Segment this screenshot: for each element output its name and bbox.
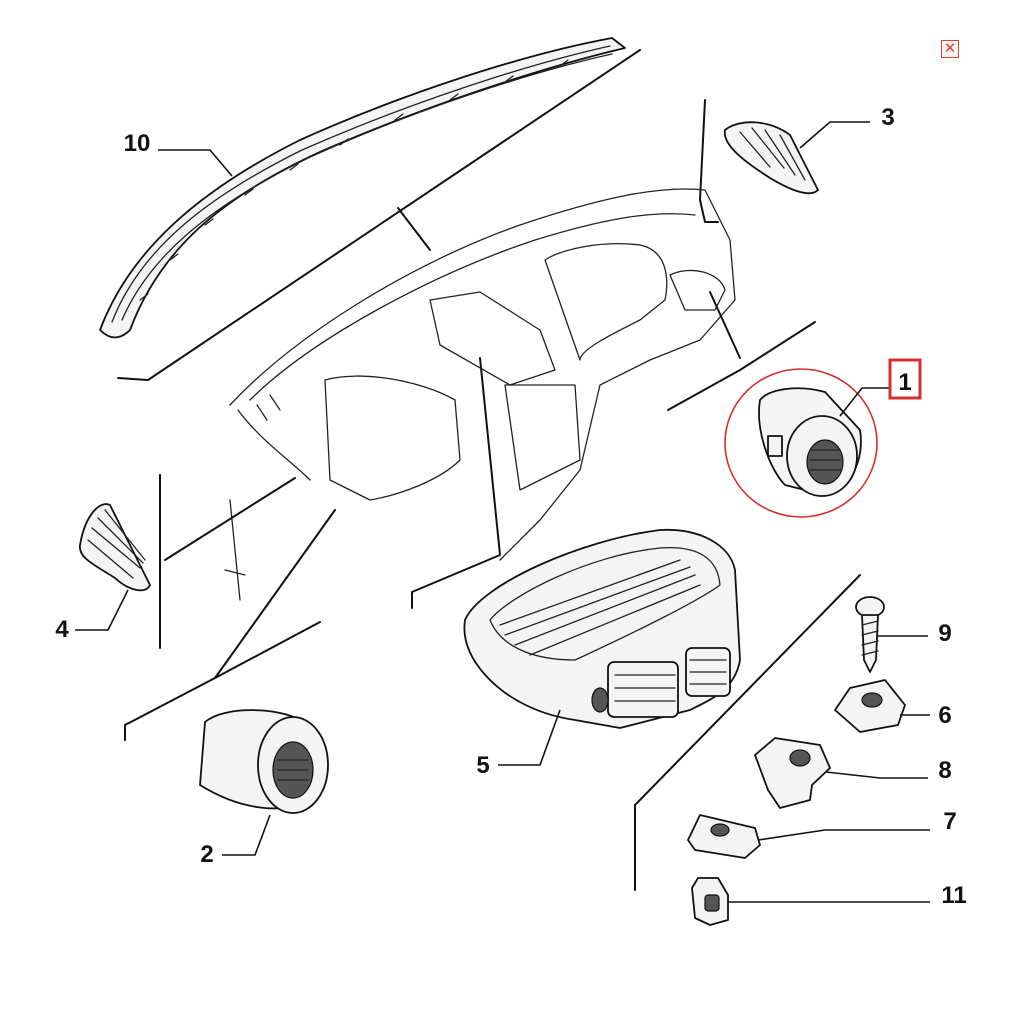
label-part-9: 9 bbox=[938, 620, 951, 647]
label-part-10: 10 bbox=[124, 130, 151, 157]
part-6-clip bbox=[834, 679, 930, 733]
part-2-round-air-vent bbox=[199, 709, 329, 856]
label-part-5: 5 bbox=[476, 752, 489, 779]
label-part-11: 11 bbox=[941, 882, 966, 909]
part-5-center-vent-panel bbox=[463, 529, 741, 766]
label-part-7: 7 bbox=[943, 808, 956, 835]
part-8-bracket bbox=[754, 737, 928, 809]
part-4-side-vent bbox=[75, 503, 151, 631]
dashboard-outline bbox=[224, 188, 736, 601]
part-7-clip-nut bbox=[687, 814, 930, 859]
label-part-2: 2 bbox=[200, 841, 213, 868]
part-10-defroster-strip bbox=[99, 37, 626, 339]
label-part-4: 4 bbox=[55, 616, 69, 643]
part-3-side-vent bbox=[724, 121, 870, 195]
part-1-round-air-vent bbox=[724, 358, 922, 518]
label-part-8: 8 bbox=[938, 757, 951, 784]
boundary-lines bbox=[117, 49, 861, 891]
leader-part-10 bbox=[158, 149, 233, 177]
label-part-3: 3 bbox=[881, 104, 894, 131]
close-icon[interactable]: ✕ bbox=[941, 40, 959, 58]
label-part-1: 1 bbox=[898, 369, 911, 396]
part-9-screw bbox=[855, 596, 928, 673]
part-11-clip bbox=[691, 877, 930, 926]
label-part-6: 6 bbox=[938, 702, 951, 729]
